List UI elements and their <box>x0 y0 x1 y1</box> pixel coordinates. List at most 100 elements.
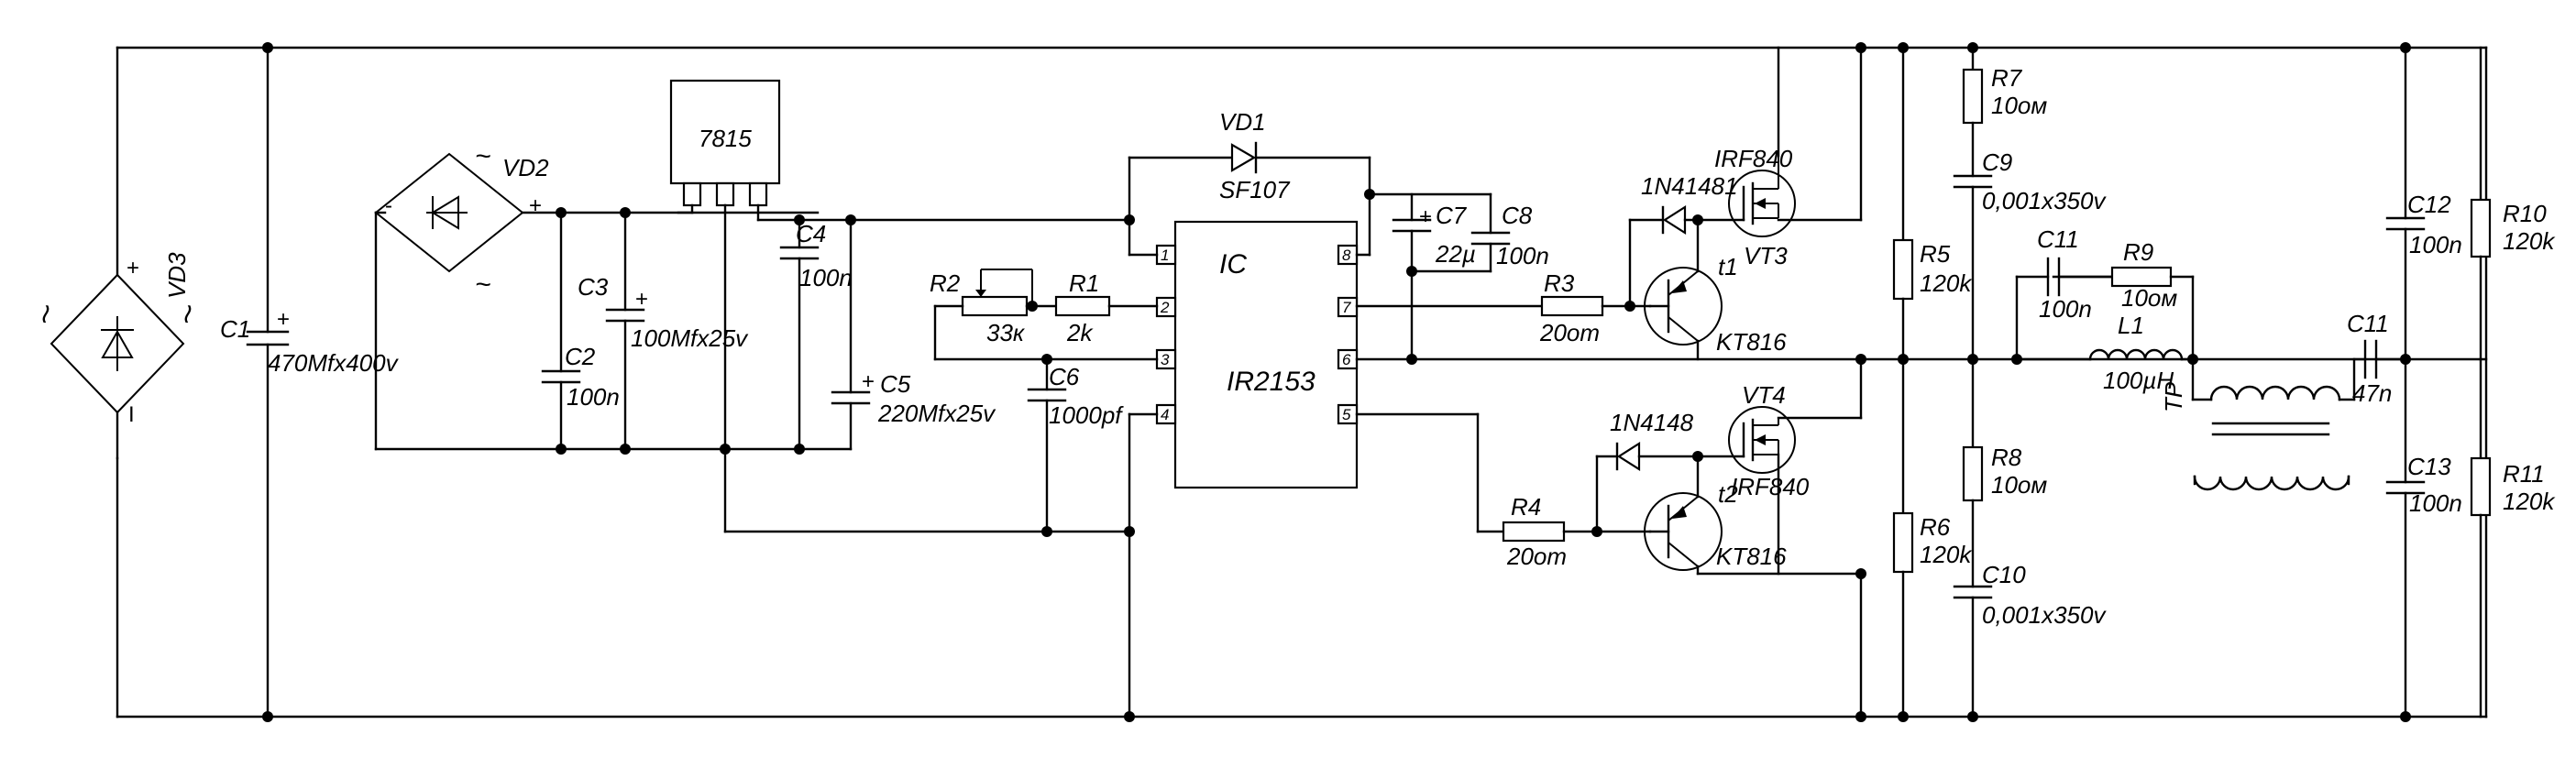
c11b-label: C11 <box>2347 310 2389 337</box>
resistor-r1: R1 2k <box>1054 269 1159 346</box>
r8-value: 10ом <box>1991 471 2047 499</box>
c8-label: C8 <box>1502 202 1533 229</box>
r5-value: 120k <box>1920 269 1973 297</box>
resistor-r11: R11 120k <box>2470 357 2556 719</box>
capacitor-c4: C4 100n <box>779 218 853 451</box>
r4-value: 20om <box>1506 543 1567 570</box>
c11a-label: C11 <box>2037 225 2079 253</box>
vt3-label: VT3 <box>1744 242 1788 269</box>
c1-label: C1 <box>220 315 250 343</box>
diode-vd1: VD1 SF107 <box>1128 108 1371 257</box>
vd2-ac-bottom: ~ <box>475 269 491 300</box>
d-top-label: 1N41481 <box>1641 172 1738 200</box>
mosfet-vt4: VT4 IRF840 <box>1696 357 1863 719</box>
c6-value: 1000pf <box>1049 401 1124 429</box>
mosfet-vt3: IRF840 VT3 <box>1696 46 1863 269</box>
c10-value: 0,001x350v <box>1982 601 2107 629</box>
c11b-value: 47n <box>2352 379 2392 407</box>
c11a-value: 100n <box>2039 295 2092 323</box>
c7-plus-sign: + <box>1419 204 1432 229</box>
vd3-bar-sign: I <box>128 402 135 427</box>
r2-value: 33к <box>986 319 1026 346</box>
vd1-label: VD1 <box>1219 108 1266 136</box>
resistor-r7: R7 10ом <box>1962 46 2047 178</box>
ic-pin-2: 2 <box>1160 299 1170 316</box>
c9-label: C9 <box>1982 148 2012 176</box>
c5-value: 220Mfx25v <box>877 400 996 427</box>
c7-value: 22µ <box>1435 240 1476 268</box>
vd3-ac-right: ≀ <box>181 299 192 329</box>
r10-value: 120k <box>2503 227 2556 255</box>
ic-pin-5: 5 <box>1342 406 1351 423</box>
vd2-plus-sign: + <box>529 193 542 218</box>
r7-value: 10ом <box>1991 92 2047 119</box>
r6-value: 120k <box>1920 541 1973 568</box>
resistor-r5: R5 120k <box>1892 46 1973 361</box>
vd3-label: VD3 <box>163 252 191 299</box>
c4-value: 100n <box>799 264 853 291</box>
c3-plus-sign: + <box>635 287 648 312</box>
ic-pin-1: 1 <box>1161 247 1169 264</box>
ic-pin-3: 3 <box>1161 351 1170 368</box>
transformer-tp: TP <box>2160 357 2356 491</box>
capacitor-c12: C12 100n <box>2385 46 2462 361</box>
d-bot-label: 1N4148 <box>1610 409 1694 436</box>
r9-value: 10ом <box>2121 284 2177 312</box>
r1-value: 2k <box>1066 319 1094 346</box>
r9-label: R9 <box>2123 238 2153 266</box>
diode-1n4148: 1N4148 <box>1595 409 1700 533</box>
c2-value: 100n <box>567 383 620 411</box>
ic-ground-line <box>723 412 1159 719</box>
capacitor-c11-first: C11 100n <box>2015 225 2114 361</box>
ic-ref: IC <box>1219 249 1247 280</box>
vd3-ac-left: ≀ <box>39 299 50 329</box>
transistor-t2: t2 KT816 <box>1644 455 1863 576</box>
ic-value: IR2153 <box>1227 367 1316 397</box>
ic-pin-4: 4 <box>1161 406 1169 423</box>
capacitor-c7: + C7 22µ <box>1368 192 1492 361</box>
capacitor-c1: + C1 470Mfx400v <box>220 46 400 719</box>
r7-label: R7 <box>1991 64 2023 92</box>
tp-label: TP <box>2160 381 2187 412</box>
ic-ir2153: IC IR2153 1 2 3 4 5 6 7 8 <box>1155 220 1359 489</box>
c3-label: C3 <box>578 273 609 301</box>
r2-label: R2 <box>930 269 961 297</box>
pin1-wire <box>1128 218 1159 257</box>
pin5-wire <box>1355 412 1505 533</box>
vd3-plus-sign: + <box>127 256 139 280</box>
r6-label: R6 <box>1920 513 1951 541</box>
r10-label: R10 <box>2503 200 2547 227</box>
resistor-r4: R4 20om <box>1502 493 1652 570</box>
ic-pin-7: 7 <box>1342 299 1351 316</box>
c13-label: C13 <box>2407 453 2451 480</box>
c7-label: C7 <box>1436 202 1468 229</box>
capacitor-c11-second: C11 47n <box>2347 310 2407 407</box>
vd1-value: SF107 <box>1219 176 1291 203</box>
capacitor-c13: C13 100n <box>2385 357 2462 719</box>
r3-label: R3 <box>1544 269 1575 297</box>
c5-label: C5 <box>880 370 911 398</box>
l1-value: 100µH <box>2103 367 2174 394</box>
vd2-ac-top: ~ <box>475 141 491 171</box>
r11-label: R11 <box>2503 460 2545 488</box>
t1-value: KT816 <box>1716 328 1787 356</box>
c1-plus-sign: + <box>277 307 290 332</box>
inductor-l1: L1 100µH <box>2015 312 2195 394</box>
c5-plus-sign: + <box>862 369 875 394</box>
c12-label: C12 <box>2407 191 2451 218</box>
r11-value: 120k <box>2503 488 2556 515</box>
bridge-vd2: - + ~ ~ VD2 <box>374 141 820 451</box>
vt4-value: IRF840 <box>1731 473 1810 500</box>
capacitor-c2: C2 100n <box>541 211 620 451</box>
resistor-r8: R8 10ом <box>1962 357 2047 588</box>
ic-pin-8: 8 <box>1342 247 1351 264</box>
resistor-r6: R6 120k <box>1892 357 1973 719</box>
capacitor-c5: + C5 220Mfx25v <box>831 218 996 451</box>
capacitor-c3: + C3 100Mfx25v <box>578 211 749 451</box>
t2-value: KT816 <box>1716 543 1787 570</box>
c2-label: C2 <box>565 343 596 370</box>
bridge-vd3: + I ≀ ≀ VD3 <box>39 252 192 460</box>
capacitor-c6: C6 1000pf <box>1027 357 1124 533</box>
c1-value: 470Mfx400v <box>268 349 400 377</box>
c6-label: C6 <box>1049 363 1080 390</box>
